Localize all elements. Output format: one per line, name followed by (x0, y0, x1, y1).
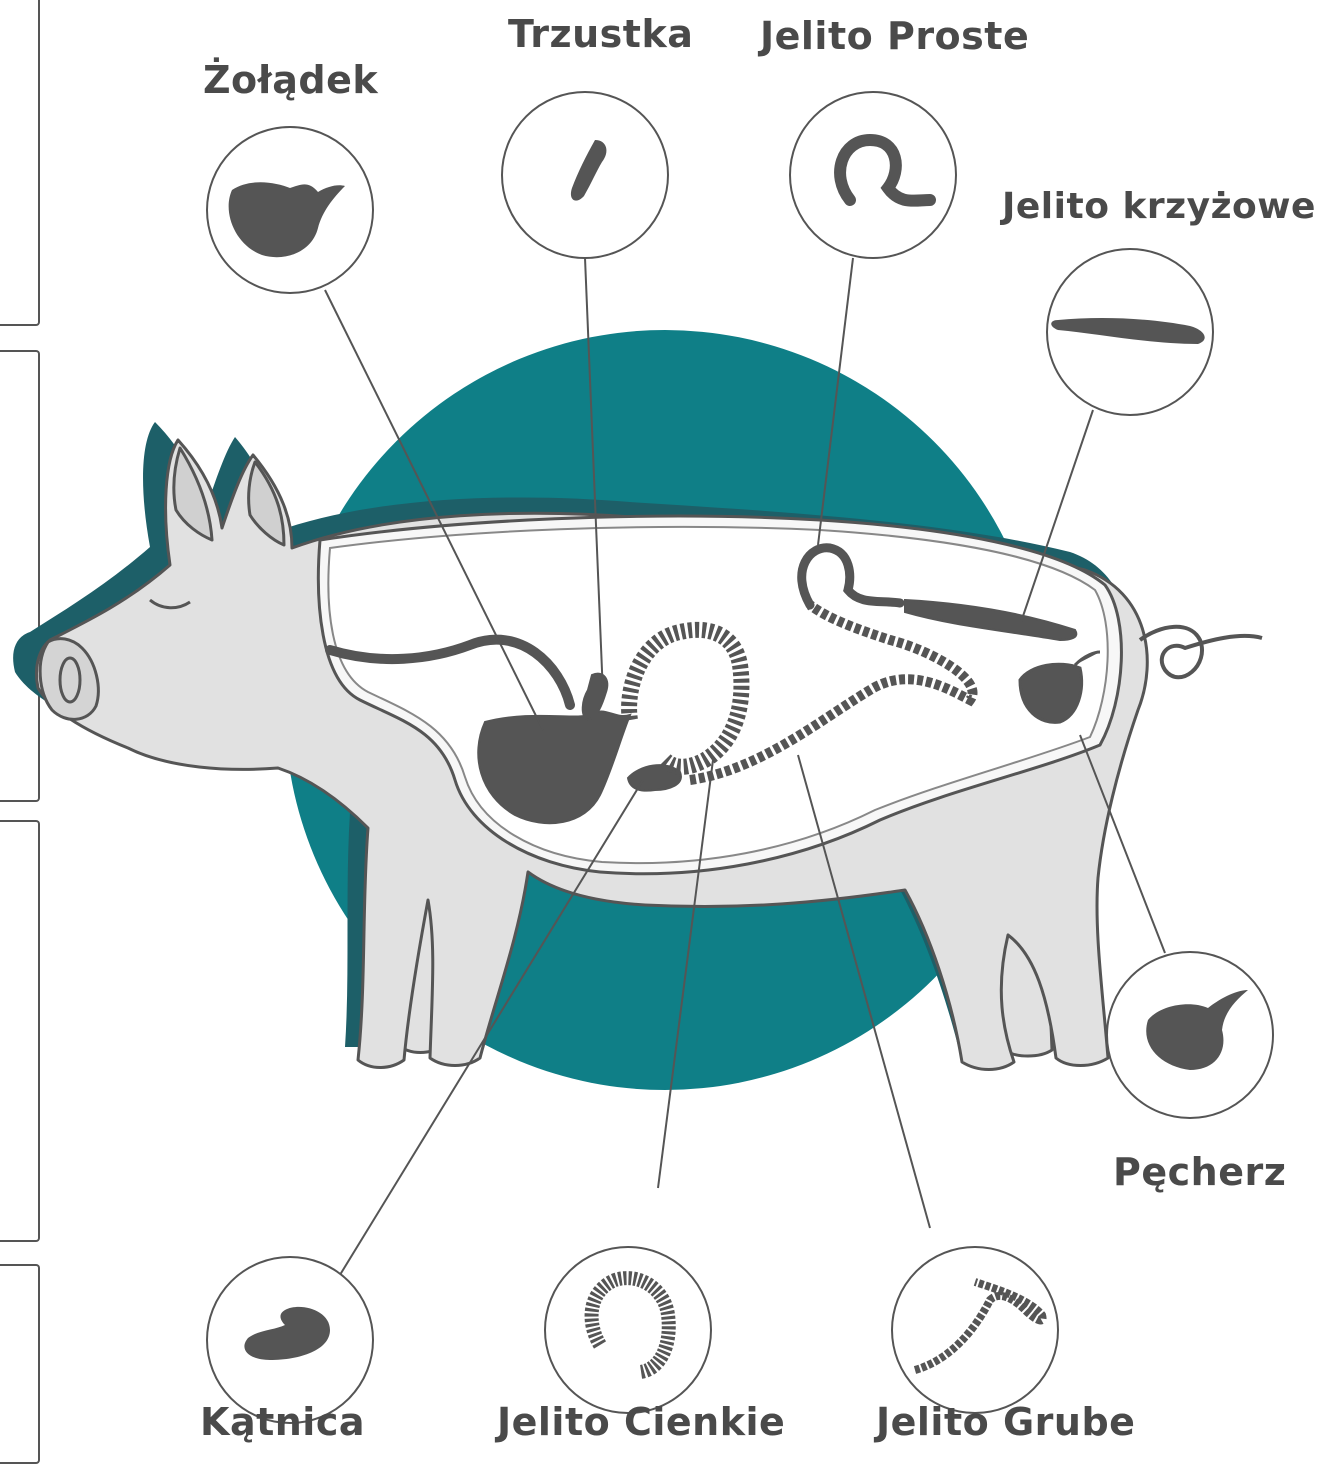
bladder-callout (1107, 952, 1273, 1118)
label-rectum: Jelito Proste (760, 14, 1029, 58)
sacral-intestine-callout (1047, 249, 1213, 415)
label-sacral-intestine: Jelito krzyżowe (1002, 186, 1316, 227)
stomach-callout (207, 127, 373, 293)
label-small-intestine: Jelito Cienkie (497, 1400, 785, 1444)
pancreas-callout (502, 92, 668, 258)
cecum-callout (207, 1257, 373, 1423)
label-pancreas: Trzustka (508, 12, 693, 56)
label-cecum: Kątnica (200, 1400, 365, 1444)
rectum-callout (790, 92, 956, 258)
label-bladder: Pęcherz (1113, 1150, 1286, 1194)
label-stomach: Żołądek (203, 58, 378, 102)
label-large-intestine: Jelito Grube (876, 1400, 1135, 1444)
large-intestine-callout (892, 1247, 1058, 1413)
small-intestine-callout (545, 1247, 711, 1413)
